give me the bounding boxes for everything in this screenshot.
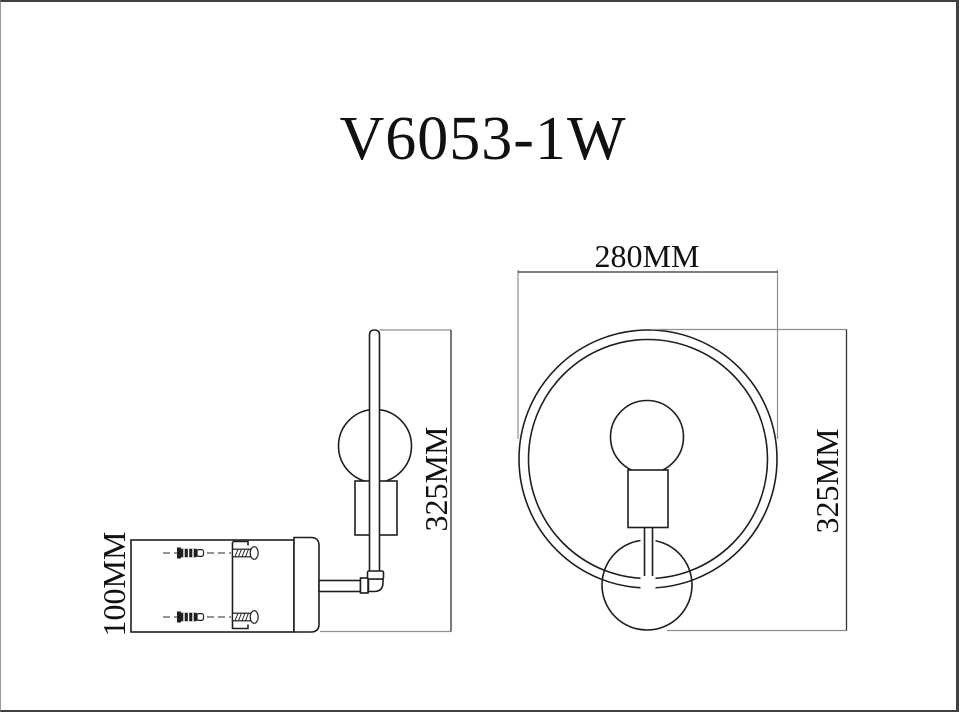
side-view <box>130 329 413 633</box>
product-model-title: V6053-1W <box>339 105 627 173</box>
mounting-screw-assembly-bottom <box>163 610 259 624</box>
side-depth-dimension-label: 100MM <box>96 531 132 637</box>
screw-thread <box>234 613 239 621</box>
screw-thread <box>241 549 246 557</box>
vertical-tube <box>368 329 381 572</box>
front-width-dimension-label: 280MM <box>594 238 700 274</box>
wall-plug-tip <box>196 612 205 621</box>
canopy-cover <box>293 536 320 633</box>
front-socket <box>627 469 669 529</box>
wall-plug-body <box>177 612 197 622</box>
wall-plug-body <box>177 548 197 558</box>
mounting-box <box>130 539 295 633</box>
screw-thread <box>245 549 249 557</box>
mounting-screw-assembly-top <box>163 546 259 560</box>
screw-thread <box>234 549 239 557</box>
screw-thread <box>238 613 242 621</box>
wall-plug-tip <box>196 548 205 557</box>
front-bulb <box>609 399 685 475</box>
front-view <box>518 329 778 631</box>
elbow-joint <box>367 578 384 593</box>
screw-thread <box>241 613 246 621</box>
tube-collar <box>366 570 385 580</box>
screw-head <box>249 546 259 560</box>
side-height-dimension-label: 325MM <box>418 426 454 532</box>
side-view-dimensions <box>320 329 452 633</box>
arm-tube <box>318 579 362 593</box>
screw-head <box>249 610 259 624</box>
front-view-dimensions <box>517 270 848 632</box>
front-height-dimension-label: 325MM <box>809 428 845 534</box>
arm-ferrule <box>359 577 369 594</box>
screw-thread <box>238 549 242 557</box>
screw-thread <box>245 613 249 621</box>
